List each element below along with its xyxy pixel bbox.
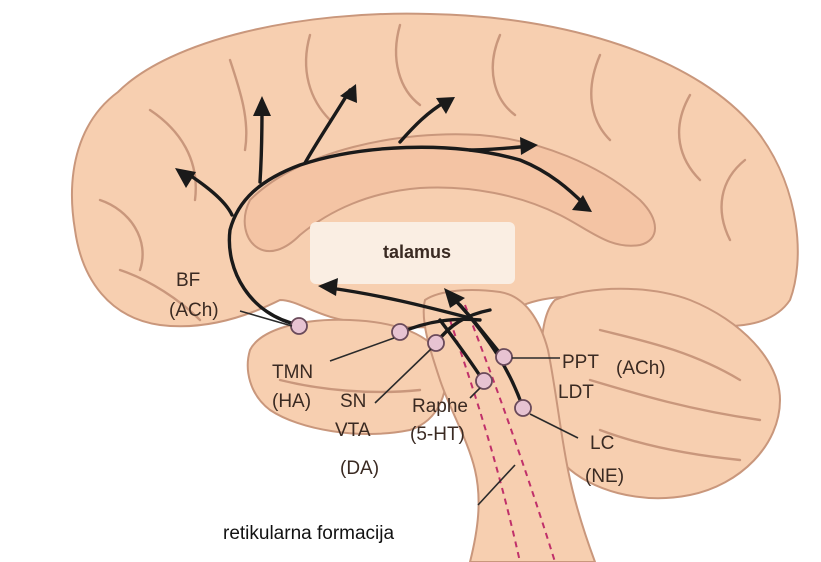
reticular-formation-caption: retikularna formacija [223,523,394,544]
ppt-label: PPT [562,352,599,373]
raphe-nucleus [476,373,492,389]
lc-label: LC [590,433,614,454]
tmn-label: TMN [272,362,313,383]
da-neurotransmitter-label: (DA) [340,458,379,479]
ppt-ldt-nucleus [496,349,512,365]
lc-nucleus [515,400,531,416]
bf-label: BF [176,270,200,291]
sn-label: SN [340,391,366,412]
thalamus-label: talamus [383,242,451,262]
bf-nucleus [291,318,307,334]
tmn-nucleus [392,324,408,340]
vta-label: VTA [335,420,371,441]
raphe-neurotransmitter-label: (5-HT) [410,424,465,445]
cortical-pathway [260,108,262,182]
raphe-label: Raphe [412,396,468,417]
ldt-label: LDT [558,382,594,403]
bf-neurotransmitter-label: (ACh) [169,300,219,321]
lc-neurotransmitter-label: (NE) [585,466,624,487]
tmn-neurotransmitter-label: (HA) [272,391,311,412]
ppt-neurotransmitter-label: (ACh) [616,358,666,379]
